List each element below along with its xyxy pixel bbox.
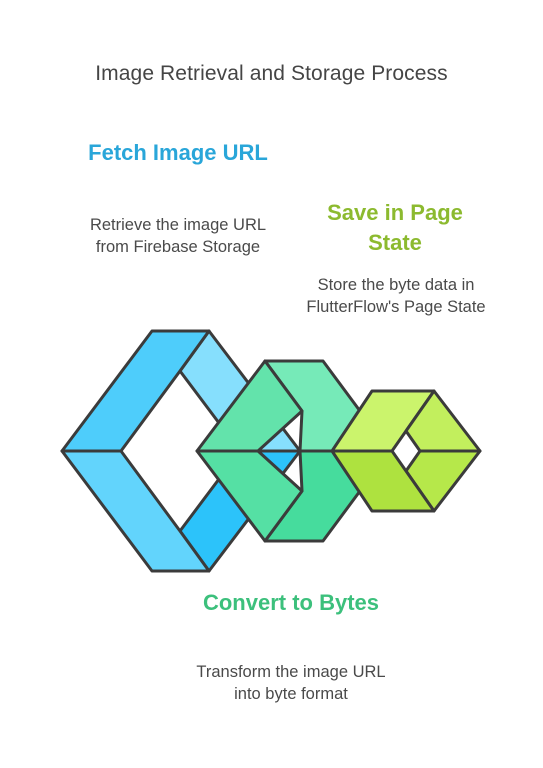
- fetch-image-url-title: Fetch Image URL: [88, 140, 268, 165]
- convert-to-bytes-description: Transform the image URL into byte format: [196, 663, 386, 703]
- save-in-page-state-title: Save in Page State: [327, 200, 463, 255]
- fetch-image-url-description: Retrieve the image URL from Firebase Sto…: [89, 216, 267, 256]
- convert-hexagon-frame: [195, 359, 362, 543]
- save-in-page-state-description: Store the byte data in FlutterFlow's Pag…: [306, 276, 486, 316]
- diagram-title: Image Retrieval and Storage Process: [95, 62, 448, 85]
- save-hexagon-frame: [330, 389, 482, 513]
- convert-to-bytes-title: Convert to Bytes: [202, 590, 380, 615]
